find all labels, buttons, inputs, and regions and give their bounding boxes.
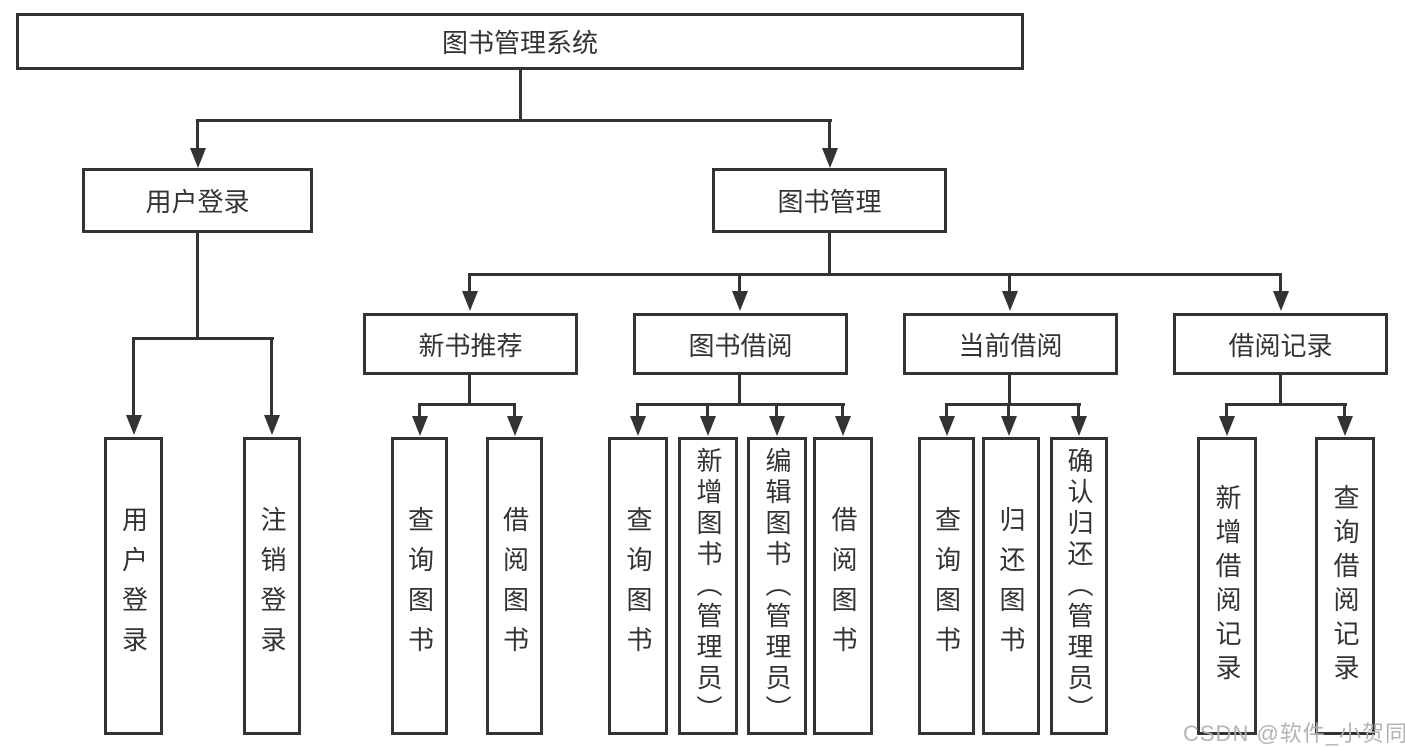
node-borrow-records-label: 借阅记录 — [1228, 330, 1333, 361]
leaf-logout-label: 注销登录 — [257, 506, 287, 666]
leaf-borrow-book-2: 借阅图书 — [813, 437, 873, 735]
node-root: 图书管理系统 — [16, 13, 1024, 70]
node-current-borrow: 当前借阅 — [903, 313, 1118, 375]
leaf-edit-book-admin: 编辑图书（管理员） — [747, 437, 807, 735]
leaf-query-book-1: 查询图书 — [391, 437, 448, 735]
connector-newbook-stem — [468, 374, 471, 406]
leaf-borrow-book-2-label: 借阅图书 — [828, 506, 858, 666]
node-root-label: 图书管理系统 — [441, 28, 598, 58]
arrow-down-icon — [461, 273, 478, 311]
leaf-logout: 注销登录 — [243, 437, 301, 735]
node-user-login: 用户登录 — [82, 168, 313, 233]
leaf-edit-book-admin-label: 编辑图书（管理员） — [762, 446, 792, 726]
leaf-return-book-label: 归还图书 — [996, 506, 1026, 666]
leaf-return-book: 归还图书 — [982, 437, 1040, 735]
leaf-user-login: 用户登录 — [104, 437, 163, 735]
leaf-user-login-label: 用户登录 — [118, 506, 149, 666]
arrow-down-icon — [411, 403, 428, 436]
arrow-down-icon — [1218, 403, 1235, 436]
arrow-down-icon — [506, 403, 523, 436]
arrow-down-icon — [821, 119, 838, 168]
leaf-query-book-3-label: 查询图书 — [931, 506, 962, 666]
connector-records-stem — [1279, 374, 1282, 406]
leaf-borrow-book-1: 借阅图书 — [486, 437, 543, 735]
leaf-query-book-3: 查询图书 — [918, 437, 975, 735]
leaf-query-book-2-label: 查询图书 — [623, 506, 653, 666]
leaf-confirm-return-admin-label: 确认归还（管理员） — [1064, 446, 1094, 726]
arrow-down-icon — [263, 337, 280, 435]
leaf-confirm-return-admin: 确认归还（管理员） — [1050, 437, 1108, 735]
arrow-down-icon — [731, 273, 748, 311]
arrow-down-icon — [1336, 403, 1353, 436]
arrow-down-icon — [629, 403, 646, 436]
connector-bookmgmt-bar — [468, 273, 1282, 276]
watermark: CSDN @软件_小贺同学 — [1183, 721, 1405, 746]
connector-newbook-bar — [418, 403, 516, 406]
leaf-query-borrow-record-label: 查询借阅记录 — [1330, 484, 1360, 688]
arrow-down-icon — [1001, 273, 1018, 311]
connector-borrow-stem — [738, 374, 741, 406]
leaf-query-book-2: 查询图书 — [608, 437, 668, 735]
leaf-borrow-book-1-label: 借阅图书 — [499, 506, 530, 666]
node-new-book-recommend: 新书推荐 — [363, 313, 578, 375]
arrow-down-icon — [189, 119, 206, 168]
arrow-down-icon — [938, 403, 955, 436]
leaf-query-borrow-record: 查询借阅记录 — [1315, 437, 1375, 735]
node-book-management-label: 图书管理 — [777, 187, 882, 217]
node-borrow-records: 借阅记录 — [1173, 313, 1388, 375]
connector-current-bar — [945, 403, 1081, 406]
node-book-management: 图书管理 — [712, 168, 947, 233]
arrow-down-icon — [1272, 273, 1289, 311]
leaf-query-book-1-label: 查询图书 — [404, 506, 435, 666]
arrow-down-icon — [834, 403, 851, 436]
connector-root-bar — [196, 119, 832, 122]
leaf-add-borrow-record: 新增借阅记录 — [1197, 437, 1257, 735]
connector-borrow-bar — [636, 403, 845, 406]
arrow-down-icon — [1070, 403, 1087, 436]
leaf-add-book-admin-label: 新增图书（管理员） — [693, 446, 723, 726]
leaf-add-book-admin: 新增图书（管理员） — [678, 437, 738, 735]
node-current-borrow-label: 当前借阅 — [958, 330, 1063, 361]
node-user-login-label: 用户登录 — [145, 187, 250, 217]
node-book-borrow: 图书借阅 — [633, 313, 848, 375]
arrow-down-icon — [125, 337, 142, 435]
node-book-borrow-label: 图书借阅 — [688, 330, 793, 361]
connector-root-stem — [519, 70, 522, 122]
connector-userlogin-bar — [132, 337, 274, 340]
connector-current-stem — [1008, 374, 1011, 406]
arrow-down-icon — [699, 403, 716, 436]
connector-records-bar — [1225, 403, 1347, 406]
node-new-book-recommend-label: 新书推荐 — [418, 330, 523, 361]
connector-userlogin-stem — [196, 233, 199, 340]
arrow-down-icon — [768, 403, 785, 436]
leaf-add-borrow-record-label: 新增借阅记录 — [1212, 484, 1242, 688]
arrow-down-icon — [1000, 403, 1017, 436]
connector-bookmgmt-stem — [828, 233, 831, 276]
